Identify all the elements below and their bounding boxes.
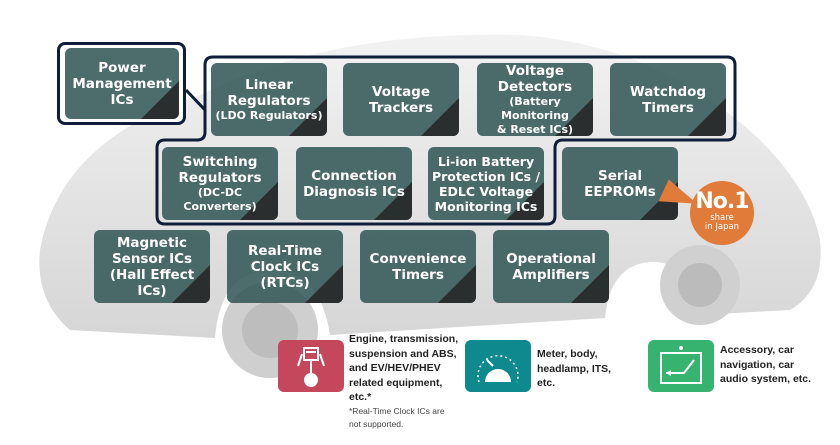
label: Real-Time — [248, 242, 322, 259]
badge-sub: share — [710, 213, 734, 223]
convenience-timers[interactable]: Convenience Timers — [360, 230, 476, 303]
line: and EV/HEV/PHEV — [349, 362, 441, 374]
label: EEPROMs — [584, 183, 656, 200]
line: audio system, etc. — [720, 373, 812, 385]
application-meter-text: Meter, body, headlamp, ITS, etc. — [537, 347, 611, 391]
badge-main: No.1 — [695, 189, 749, 214]
line: headlamp, ITS, — [537, 362, 612, 375]
line: Accessory, car — [720, 344, 794, 356]
label: Management — [72, 75, 172, 92]
connection-diagnosis-ics[interactable]: Connection Diagnosis ICs — [296, 147, 412, 220]
line: *Real-Time Clock ICs are — [349, 406, 445, 416]
line: navigation, car — [720, 358, 795, 371]
label: Detectors — [497, 78, 573, 95]
label: Clock ICs — [250, 258, 320, 275]
label: Monitoring ICs — [434, 198, 538, 214]
label: Voltage — [506, 63, 564, 79]
label: Connection — [311, 167, 397, 184]
real-time-clock-ics[interactable]: Real-Time Clock ICs (RTCs) — [227, 230, 343, 303]
liion-battery-protection-ics[interactable]: Li-ion Battery Protection ICs / EDLC Vol… — [428, 147, 544, 220]
label: Protection ICs / — [431, 168, 541, 184]
label: Convenience — [369, 250, 467, 267]
label: Li-ion Battery — [437, 153, 535, 169]
sublabel: (Battery Monitoring — [501, 94, 569, 122]
label: Amplifiers — [512, 266, 590, 283]
label: Timers — [392, 266, 444, 283]
line: not supported. — [349, 419, 404, 429]
voltage-trackers[interactable]: Voltage Trackers — [343, 63, 459, 136]
car-navigation-icon — [648, 340, 714, 392]
label: Magnetic — [116, 234, 188, 251]
application-engine-text: Engine, transmission, suspension and ABS… — [349, 332, 458, 405]
badge-sub: in Japan — [704, 222, 740, 232]
label: ICs — [110, 91, 134, 108]
magnetic-sensor-ics[interactable]: Magnetic Sensor ICs (Hall Effect ICs) — [94, 230, 210, 303]
linear-regulators[interactable]: Linear Regulators (LDO Regulators) — [211, 63, 327, 136]
label: Linear — [245, 76, 293, 93]
speedometer-icon — [465, 340, 531, 392]
line: Engine, transmission, — [349, 333, 459, 345]
label: Switching — [182, 153, 258, 170]
label: Voltage — [372, 83, 430, 100]
line: Meter, body, — [537, 348, 598, 360]
label: Diagnosis ICs — [303, 183, 405, 200]
label: EDLC Voltage — [438, 183, 534, 199]
switching-regulators[interactable]: Switching Regulators (DC-DC Converters) — [162, 147, 278, 220]
power-management-ics[interactable]: Power Management ICs — [65, 48, 179, 119]
label: Sensor ICs — [111, 250, 193, 267]
sublabel: (DC-DC Converters) — [183, 185, 257, 213]
label: Regulators — [178, 169, 262, 186]
engine-piston-icon — [278, 340, 344, 392]
footnote: *Real-Time Clock ICs are not supported. — [349, 405, 445, 431]
line: etc. — [537, 377, 556, 389]
label: Timers — [642, 99, 694, 116]
power-management-group: Power Management ICs — [57, 42, 186, 125]
label: Watchdog — [629, 83, 707, 100]
line: etc.* — [349, 391, 372, 403]
application-accessory-text: Accessory, car navigation, car audio sys… — [720, 343, 811, 387]
label: (RTCs) — [260, 274, 310, 291]
line: suspension and ABS, — [349, 347, 457, 360]
label: Power — [98, 59, 146, 76]
label: Trackers — [369, 99, 433, 116]
label: Operational — [506, 250, 596, 267]
sublabel: (LDO Regulators) — [215, 108, 323, 122]
watchdog-timers[interactable]: Watchdog Timers — [610, 63, 726, 136]
no1-share-badge: No.1 share in Japan — [690, 181, 754, 245]
serial-eeproms[interactable]: Serial EEPROMs — [562, 147, 678, 220]
label: Serial — [598, 167, 642, 184]
line: related equipment, — [349, 376, 443, 389]
label: (Hall Effect ICs) — [109, 266, 195, 299]
sublabel: & Reset ICs) — [496, 122, 574, 136]
operational-amplifiers[interactable]: Operational Amplifiers — [493, 230, 609, 303]
label: Regulators — [227, 92, 311, 109]
voltage-detectors[interactable]: Voltage Detectors (Battery Monitoring & … — [477, 63, 593, 136]
